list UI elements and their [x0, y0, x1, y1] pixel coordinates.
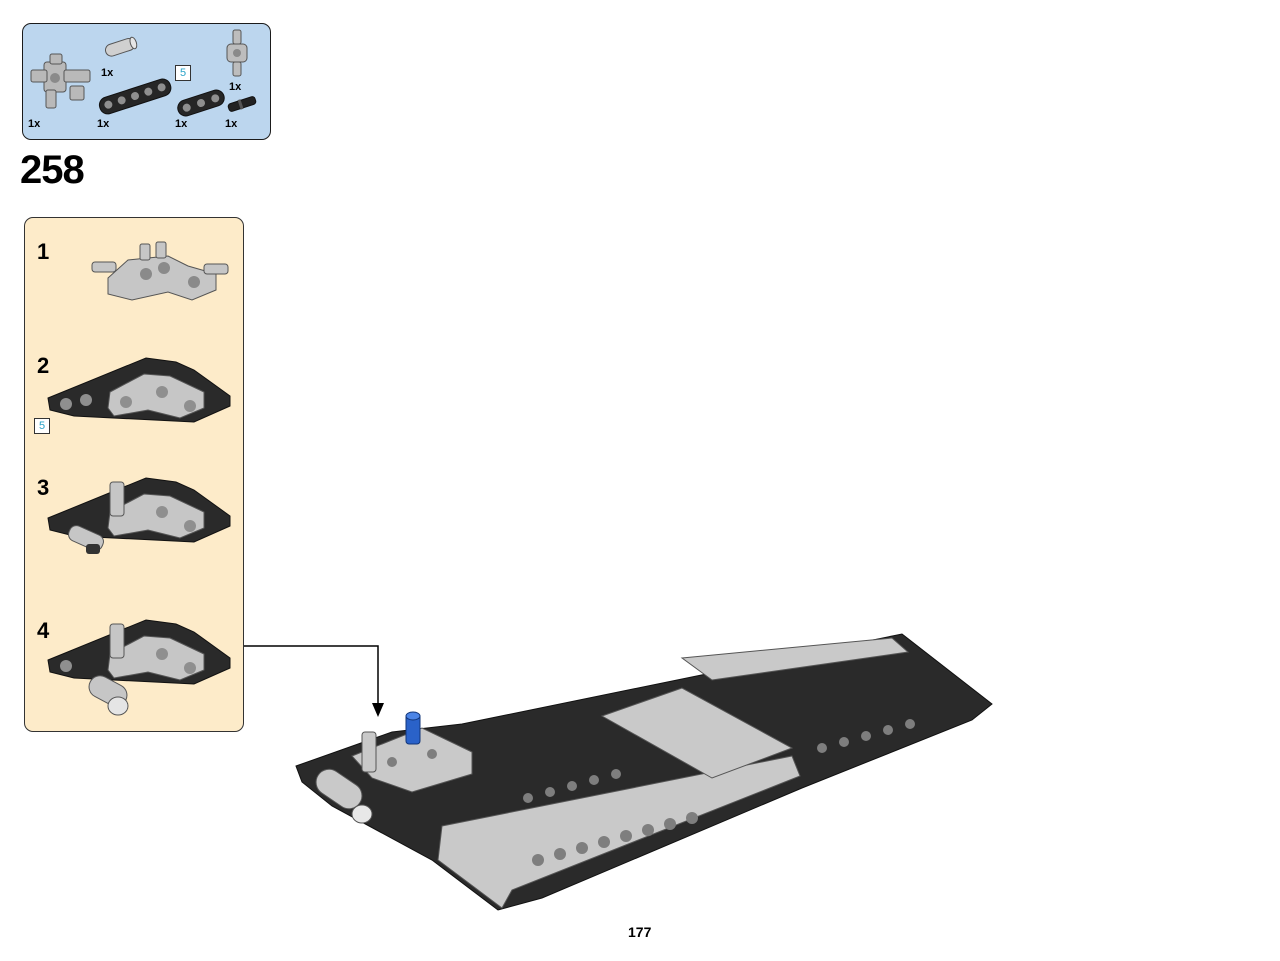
substep-4-assembly [47, 619, 231, 716]
beam-5-icon [98, 78, 172, 115]
qty-beam-3: 1x [175, 118, 188, 130]
qty-cross-connector: 1x [229, 81, 242, 93]
connector-hub-icon [30, 53, 91, 109]
step-number: 258 [20, 148, 85, 192]
qty-beam-5: 1x [97, 118, 110, 130]
substep-number-1: 1 [37, 239, 50, 264]
substep-2-assembly [47, 357, 231, 423]
substep-3-assembly [47, 477, 231, 554]
substep-number-4: 4 [37, 618, 50, 643]
beam-3-icon [177, 89, 225, 117]
substep-number-2: 2 [37, 353, 50, 378]
length-badge: 5 [175, 65, 191, 81]
substep-number-3: 3 [37, 475, 50, 500]
qty-connector-hub: 1x [28, 118, 41, 130]
qty-pin-black: 1x [225, 118, 238, 130]
qty-axle-pin: 1x [101, 67, 114, 79]
axle-pin-icon [104, 36, 138, 57]
substep-1-assembly [91, 241, 229, 301]
main-assembly [295, 633, 993, 911]
page-number: 177 [628, 924, 652, 940]
cross-connector-icon [226, 29, 248, 77]
substep-2-length-badge: 5 [34, 418, 50, 434]
pin-black-icon [227, 96, 257, 112]
